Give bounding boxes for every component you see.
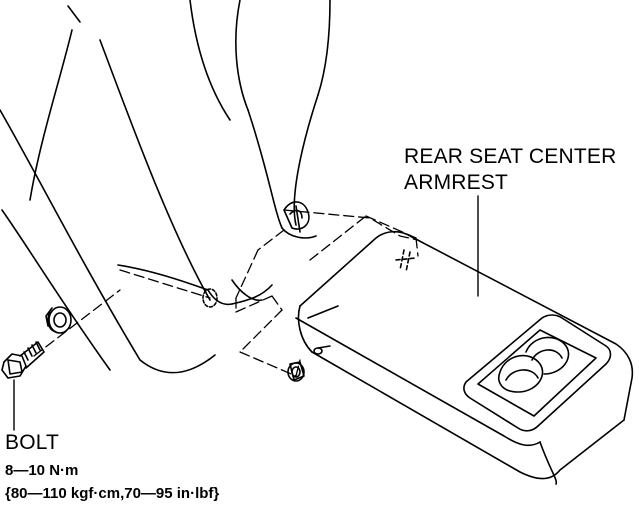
- rear-seat-center-armrest: [295, 230, 634, 485]
- clip-hole: [202, 288, 218, 308]
- phantom-guide-lines: [33, 209, 419, 377]
- leader-lines: [13, 195, 479, 431]
- armrest-clip: [287, 361, 305, 382]
- washer: [45, 306, 72, 334]
- armrest-label-line2: ARMREST: [404, 171, 509, 194]
- armrest-label-line1: REAR SEAT CENTER: [404, 145, 617, 168]
- torque-spec-alt-units: {80—110 kgf·cm,70—95 in·lbf}: [5, 485, 220, 502]
- armrest-hinge-bracket: [283, 201, 310, 233]
- bolt: [1, 341, 45, 379]
- torque-spec-nm: 8—10 N·m: [5, 462, 79, 479]
- bolt-label: BOLT: [5, 431, 60, 454]
- rear-seat-cushion: [0, 0, 331, 374]
